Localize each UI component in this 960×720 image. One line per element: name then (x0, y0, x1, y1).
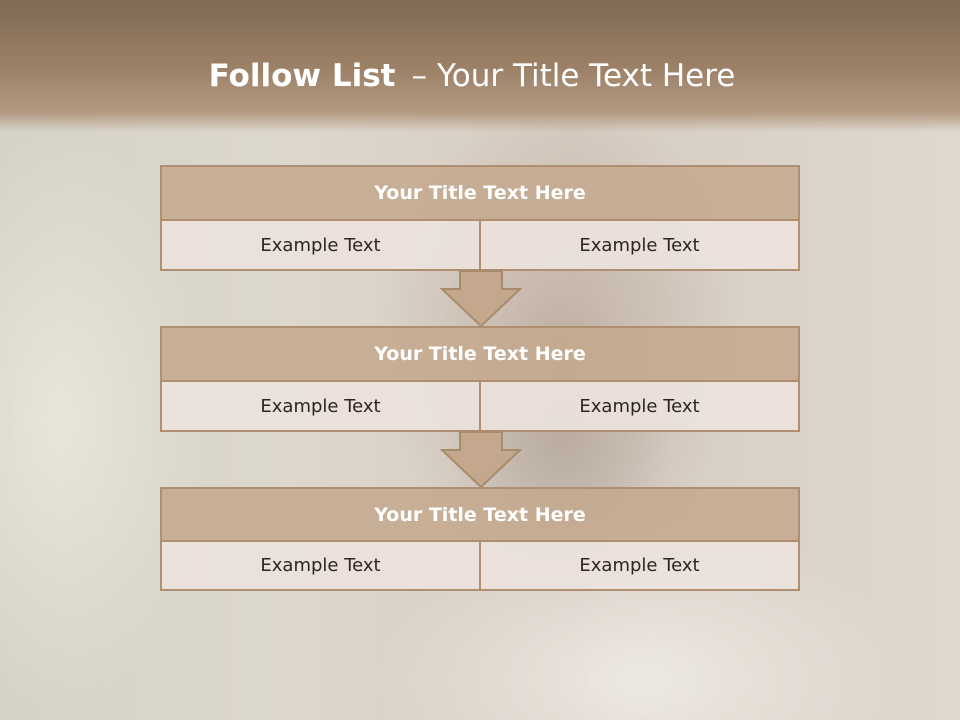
list-block-3: Your Title Text Here Example Text Exampl… (160, 487, 800, 591)
block-cell-left: Example Text (162, 542, 479, 589)
block-title: Your Title Text Here (160, 165, 800, 221)
block-cell-left: Example Text (162, 221, 479, 269)
down-arrow-icon (440, 431, 522, 489)
down-arrow-icon (440, 270, 522, 328)
list-block-2: Your Title Text Here Example Text Exampl… (160, 326, 800, 432)
block-title: Your Title Text Here (160, 326, 800, 382)
block-row: Example Text Example Text (160, 221, 800, 271)
block-row: Example Text Example Text (160, 542, 800, 591)
slide-title: Follow List–Your Title Text Here (0, 54, 944, 98)
block-cell-right: Example Text (479, 221, 798, 269)
block-cell-right: Example Text (479, 382, 798, 430)
slide-title-bold: Follow List (208, 58, 396, 94)
list-block-1: Your Title Text Here Example Text Exampl… (160, 165, 800, 271)
slide-title-separator: – (411, 58, 427, 94)
slide-title-rest: Your Title Text Here (436, 58, 736, 94)
block-title: Your Title Text Here (160, 487, 800, 542)
title-band (0, 0, 960, 132)
block-cell-left: Example Text (162, 382, 479, 430)
block-row: Example Text Example Text (160, 382, 800, 432)
block-cell-right: Example Text (479, 542, 798, 589)
